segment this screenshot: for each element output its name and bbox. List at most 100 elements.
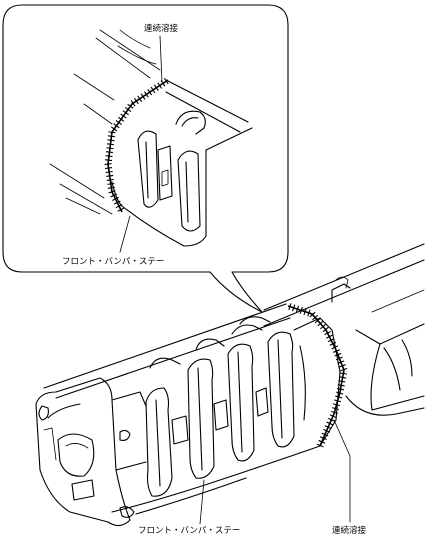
- weld-tick: [104, 163, 112, 166]
- weld-tick: [316, 443, 324, 448]
- weld-tick: [163, 77, 169, 85]
- weld-tick: [292, 304, 296, 312]
- weld-tick: [106, 147, 114, 150]
- weld-tick: [330, 410, 338, 414]
- weld-tick: [329, 414, 337, 419]
- weld-tick: [318, 439, 326, 444]
- weld-tick: [332, 349, 340, 353]
- main-stay-label: フロント・バンパ・ステー: [138, 526, 241, 536]
- weld-tick: [112, 196, 119, 202]
- weld-tick: [288, 303, 292, 311]
- frame-rail: [263, 243, 425, 416]
- weld-tick: [324, 331, 331, 336]
- weld-tick: [339, 372, 347, 375]
- weld-tick: [153, 84, 159, 91]
- weld-tick: [329, 341, 337, 346]
- weld-tick: [107, 139, 115, 142]
- main-stay-leader: [199, 479, 205, 525]
- weld-tick: [110, 193, 118, 198]
- weld-tick: [333, 403, 341, 407]
- weld-tick: [137, 95, 143, 103]
- weld-tick: [322, 326, 329, 333]
- weld-tick: [335, 356, 343, 361]
- weld-tick: [115, 120, 122, 125]
- detail-bumper-stay: [111, 79, 253, 247]
- weld-tick: [303, 308, 307, 316]
- weld-tick: [323, 428, 330, 433]
- weld-tick: [324, 425, 332, 430]
- weld-tick: [320, 323, 326, 330]
- main-assembly: [35, 243, 425, 527]
- weld-tick: [321, 432, 329, 437]
- weld-tick: [307, 309, 311, 317]
- weld-tick: [143, 91, 149, 98]
- weld-tick: [106, 174, 114, 177]
- detail-callout: [2, 4, 289, 313]
- detail-weld-bead: [104, 77, 169, 213]
- weld-tick: [338, 364, 346, 368]
- weld-tick: [339, 376, 347, 379]
- weld-tick: [334, 399, 342, 403]
- weld-tick: [340, 367, 348, 372]
- weld-tick: [110, 126, 118, 132]
- weld-tick: [105, 166, 113, 170]
- main-weld-label: 連続溶接: [332, 526, 367, 536]
- detail-stay-leader: [119, 215, 131, 253]
- weld-tick: [319, 436, 327, 441]
- weld-tick: [325, 334, 333, 339]
- weld-tick: [106, 178, 114, 181]
- detail-weld-leader: [159, 35, 163, 83]
- weld-tick: [105, 155, 113, 158]
- weld-tick: [327, 417, 335, 422]
- weld-tick: [147, 88, 153, 96]
- weld-tick: [157, 82, 163, 89]
- main-bumper-stay: [35, 303, 341, 527]
- weld-tick: [133, 97, 139, 105]
- weld-tick: [150, 86, 156, 94]
- weld-tick: [113, 123, 120, 129]
- weld-tick: [299, 306, 303, 314]
- weld-tick: [335, 395, 343, 399]
- weld-tick: [312, 314, 319, 321]
- detail-weld-label: 連続溶接: [144, 24, 179, 34]
- weld-tick: [338, 380, 346, 383]
- weld-tick: [105, 170, 113, 174]
- weld-tick: [124, 106, 132, 112]
- weld-tick: [309, 311, 316, 318]
- weld-tick: [108, 190, 116, 194]
- weld-tick: [314, 317, 321, 324]
- weld-tick: [105, 151, 114, 154]
- weld-tick: [127, 103, 134, 109]
- weld-tick: [107, 135, 116, 138]
- weld-tick: [106, 143, 115, 146]
- weld-tick: [104, 159, 113, 162]
- weld-tick: [336, 388, 345, 391]
- weld-tick: [140, 93, 146, 100]
- weld-tick: [337, 360, 345, 364]
- main-weld-ticks: [288, 303, 348, 448]
- weld-tick: [334, 352, 342, 357]
- detail-frame-lines: [49, 29, 161, 215]
- detail-stay-label: フロント・バンパ・ステー: [62, 257, 165, 267]
- weld-tick: [115, 204, 123, 209]
- weld-tick: [295, 305, 300, 313]
- weld-tick: [107, 182, 115, 185]
- weld-tick: [336, 391, 344, 395]
- weld-tick: [113, 200, 121, 205]
- weld-tick: [326, 421, 334, 426]
- weld-tick: [337, 384, 345, 387]
- weld-tick: [107, 186, 115, 189]
- weld-tick: [108, 131, 116, 134]
- weld-tick: [117, 116, 125, 122]
- weld-tick: [317, 320, 324, 327]
- weld-tick: [327, 338, 335, 343]
- main-weld-bead: [287, 303, 348, 448]
- weld-tick: [120, 113, 127, 119]
- weld-tick: [122, 110, 129, 116]
- detail-weld-ticks: [104, 77, 169, 212]
- main-weld-leader: [333, 419, 351, 523]
- weld-tick: [331, 345, 339, 350]
- weld-tick: [117, 207, 125, 212]
- weld-tick: [331, 407, 340, 411]
